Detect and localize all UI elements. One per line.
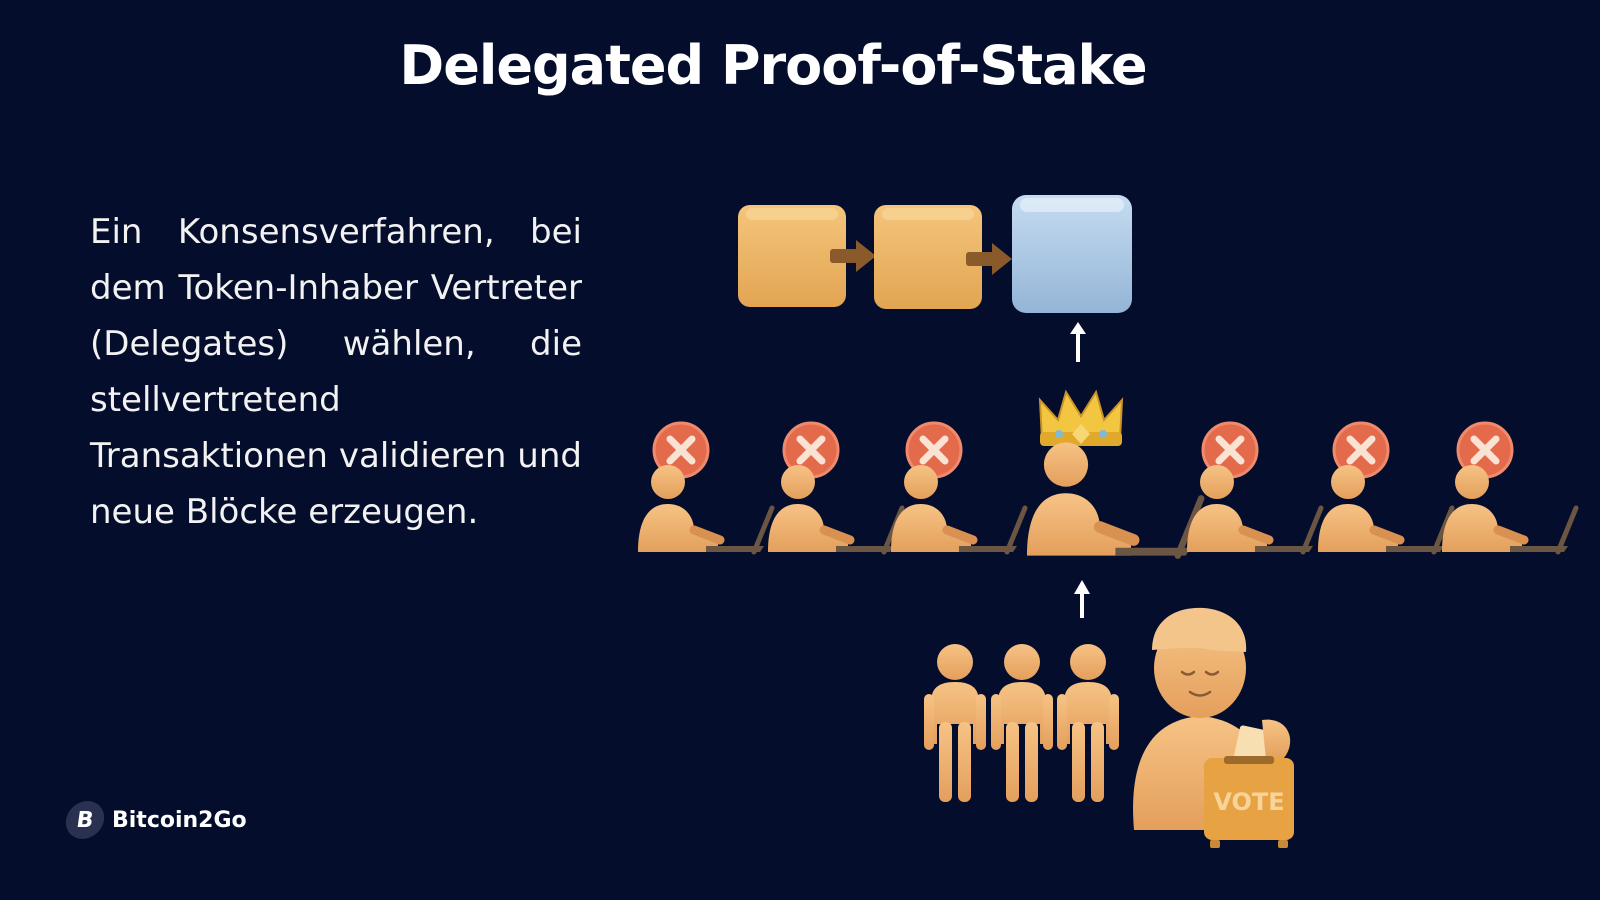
voter-icon xyxy=(991,644,1053,802)
description-text: Ein Konsensverfahren, bei dem Token-Inha… xyxy=(90,212,582,532)
page-title: Delegated Proof-of-Stake xyxy=(399,34,1147,97)
ballot-box-label: VOTE xyxy=(1213,788,1284,816)
block-icon xyxy=(874,205,982,309)
brand-logo[interactable]: B Bitcoin2Go xyxy=(63,800,247,840)
crown-icon xyxy=(1038,389,1124,446)
brand-name: Bitcoin2Go xyxy=(112,807,247,833)
delegate-laptop-icon xyxy=(638,465,772,552)
delegate-laptop-icon xyxy=(1442,465,1576,552)
token-holders xyxy=(924,644,1119,802)
delegates-row xyxy=(638,389,1576,556)
rejected-delegate xyxy=(1442,423,1576,552)
block-icon xyxy=(738,205,846,307)
delegate-laptop-icon xyxy=(891,465,1025,552)
delegate-laptop-icon xyxy=(1027,443,1201,556)
rejected-delegate xyxy=(1318,423,1452,552)
rejected-delegate xyxy=(638,423,772,552)
rejected-delegate xyxy=(768,423,902,552)
elected-delegate xyxy=(1027,389,1201,556)
rejected-delegate xyxy=(891,423,1025,552)
ballot-box-icon: VOTE xyxy=(1204,719,1294,848)
delegate-laptop-icon xyxy=(768,465,902,552)
bitcoin2go-logo-icon: B xyxy=(63,801,107,839)
voting-person: VOTE xyxy=(1133,607,1294,848)
delegate-laptop-icon xyxy=(1187,465,1321,552)
up-arrow-icon xyxy=(1070,322,1086,362)
up-arrow-icon xyxy=(1074,580,1090,618)
blockchain xyxy=(738,195,1132,313)
delegate-laptop-icon xyxy=(1318,465,1452,552)
voter-icon xyxy=(1057,644,1119,802)
voter-icon xyxy=(924,644,986,802)
new-block-icon xyxy=(1012,195,1132,313)
rejected-delegate xyxy=(1187,423,1321,552)
